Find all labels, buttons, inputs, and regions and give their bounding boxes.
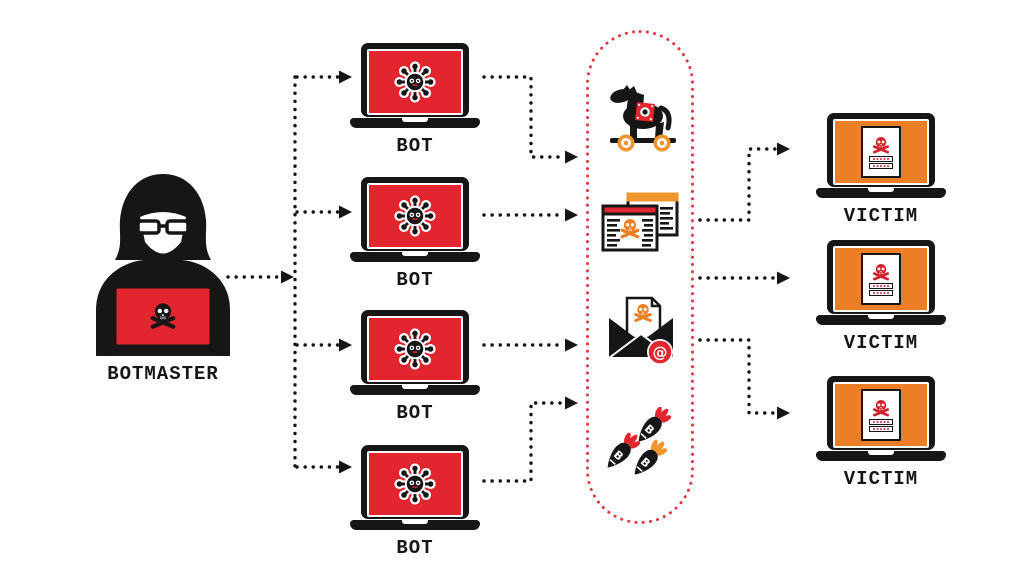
bot-label: BOT xyxy=(396,269,434,291)
victim-label: VICTIM xyxy=(843,205,919,227)
dotted-arrow-bot4-to-channel xyxy=(482,401,566,483)
victim-node-1: VICTIM xyxy=(816,113,946,227)
botmaster-label: BOTMASTER xyxy=(107,363,219,385)
victim-label: VICTIM xyxy=(843,332,919,354)
password-theft-dialog xyxy=(861,253,901,305)
password-field xyxy=(869,418,893,425)
trojan-wheels xyxy=(617,134,671,152)
bot-node-3: BOT xyxy=(350,310,480,424)
password-theft-dialog xyxy=(861,126,901,178)
trojan-horse-icon xyxy=(598,76,690,161)
bot-laptop-icon xyxy=(350,445,480,530)
victim-laptop-icon xyxy=(816,240,946,325)
svg-text:@: @ xyxy=(653,344,668,362)
malware-virus-icon xyxy=(393,462,437,506)
letter-paper xyxy=(625,296,662,340)
bomb-attack-icon xyxy=(599,401,676,492)
glasses-icon xyxy=(125,219,201,235)
at-badge: @ xyxy=(647,339,673,365)
malware-virus-icon xyxy=(393,60,437,104)
skull-crossbones-icon xyxy=(873,398,889,416)
dotted-arrow-channel-to-victim3 xyxy=(698,338,778,415)
front-window xyxy=(601,204,659,252)
bot-label: BOT xyxy=(396,537,434,559)
malware-virus-icon xyxy=(393,327,437,371)
password-field xyxy=(869,425,893,432)
arrowheads xyxy=(281,70,790,474)
bot-node-4: BOT xyxy=(350,445,480,559)
botmaster-node: BOTMASTER xyxy=(78,170,248,385)
bot-node-1: BOT xyxy=(350,43,480,157)
victim-label: VICTIM xyxy=(843,468,919,490)
victim-node-2: VICTIM xyxy=(816,240,946,354)
malicious-website-windows-icon xyxy=(601,192,679,259)
skull-email-at-badge-icon: @ xyxy=(603,296,679,371)
password-field xyxy=(869,282,893,289)
hooded-hacker-icon xyxy=(96,174,230,356)
password-field xyxy=(869,162,893,169)
bot-label: BOT xyxy=(396,135,434,157)
malware-virus-icon xyxy=(393,194,437,238)
bot-laptop-icon xyxy=(350,310,480,395)
victim-laptop-icon xyxy=(816,113,946,198)
bot-node-2: BOT xyxy=(350,177,480,291)
bot-label: BOT xyxy=(396,402,434,424)
dotted-arrow-channel-to-victim1 xyxy=(698,147,778,222)
password-field xyxy=(869,155,893,162)
victim-node-3: VICTIM xyxy=(816,376,946,490)
trojan-saddle xyxy=(635,102,655,122)
skull-crossbones-icon xyxy=(873,262,889,280)
victim-laptop-icon xyxy=(816,376,946,461)
attack-channel-capsule xyxy=(586,30,694,524)
password-field xyxy=(869,289,893,296)
password-theft-dialog xyxy=(861,389,901,441)
bot-laptop-icon xyxy=(350,177,480,262)
skull-crossbones-icon xyxy=(873,135,889,153)
bot-laptop-icon xyxy=(350,43,480,128)
dotted-arrow-bot1-to-channel xyxy=(482,75,566,159)
